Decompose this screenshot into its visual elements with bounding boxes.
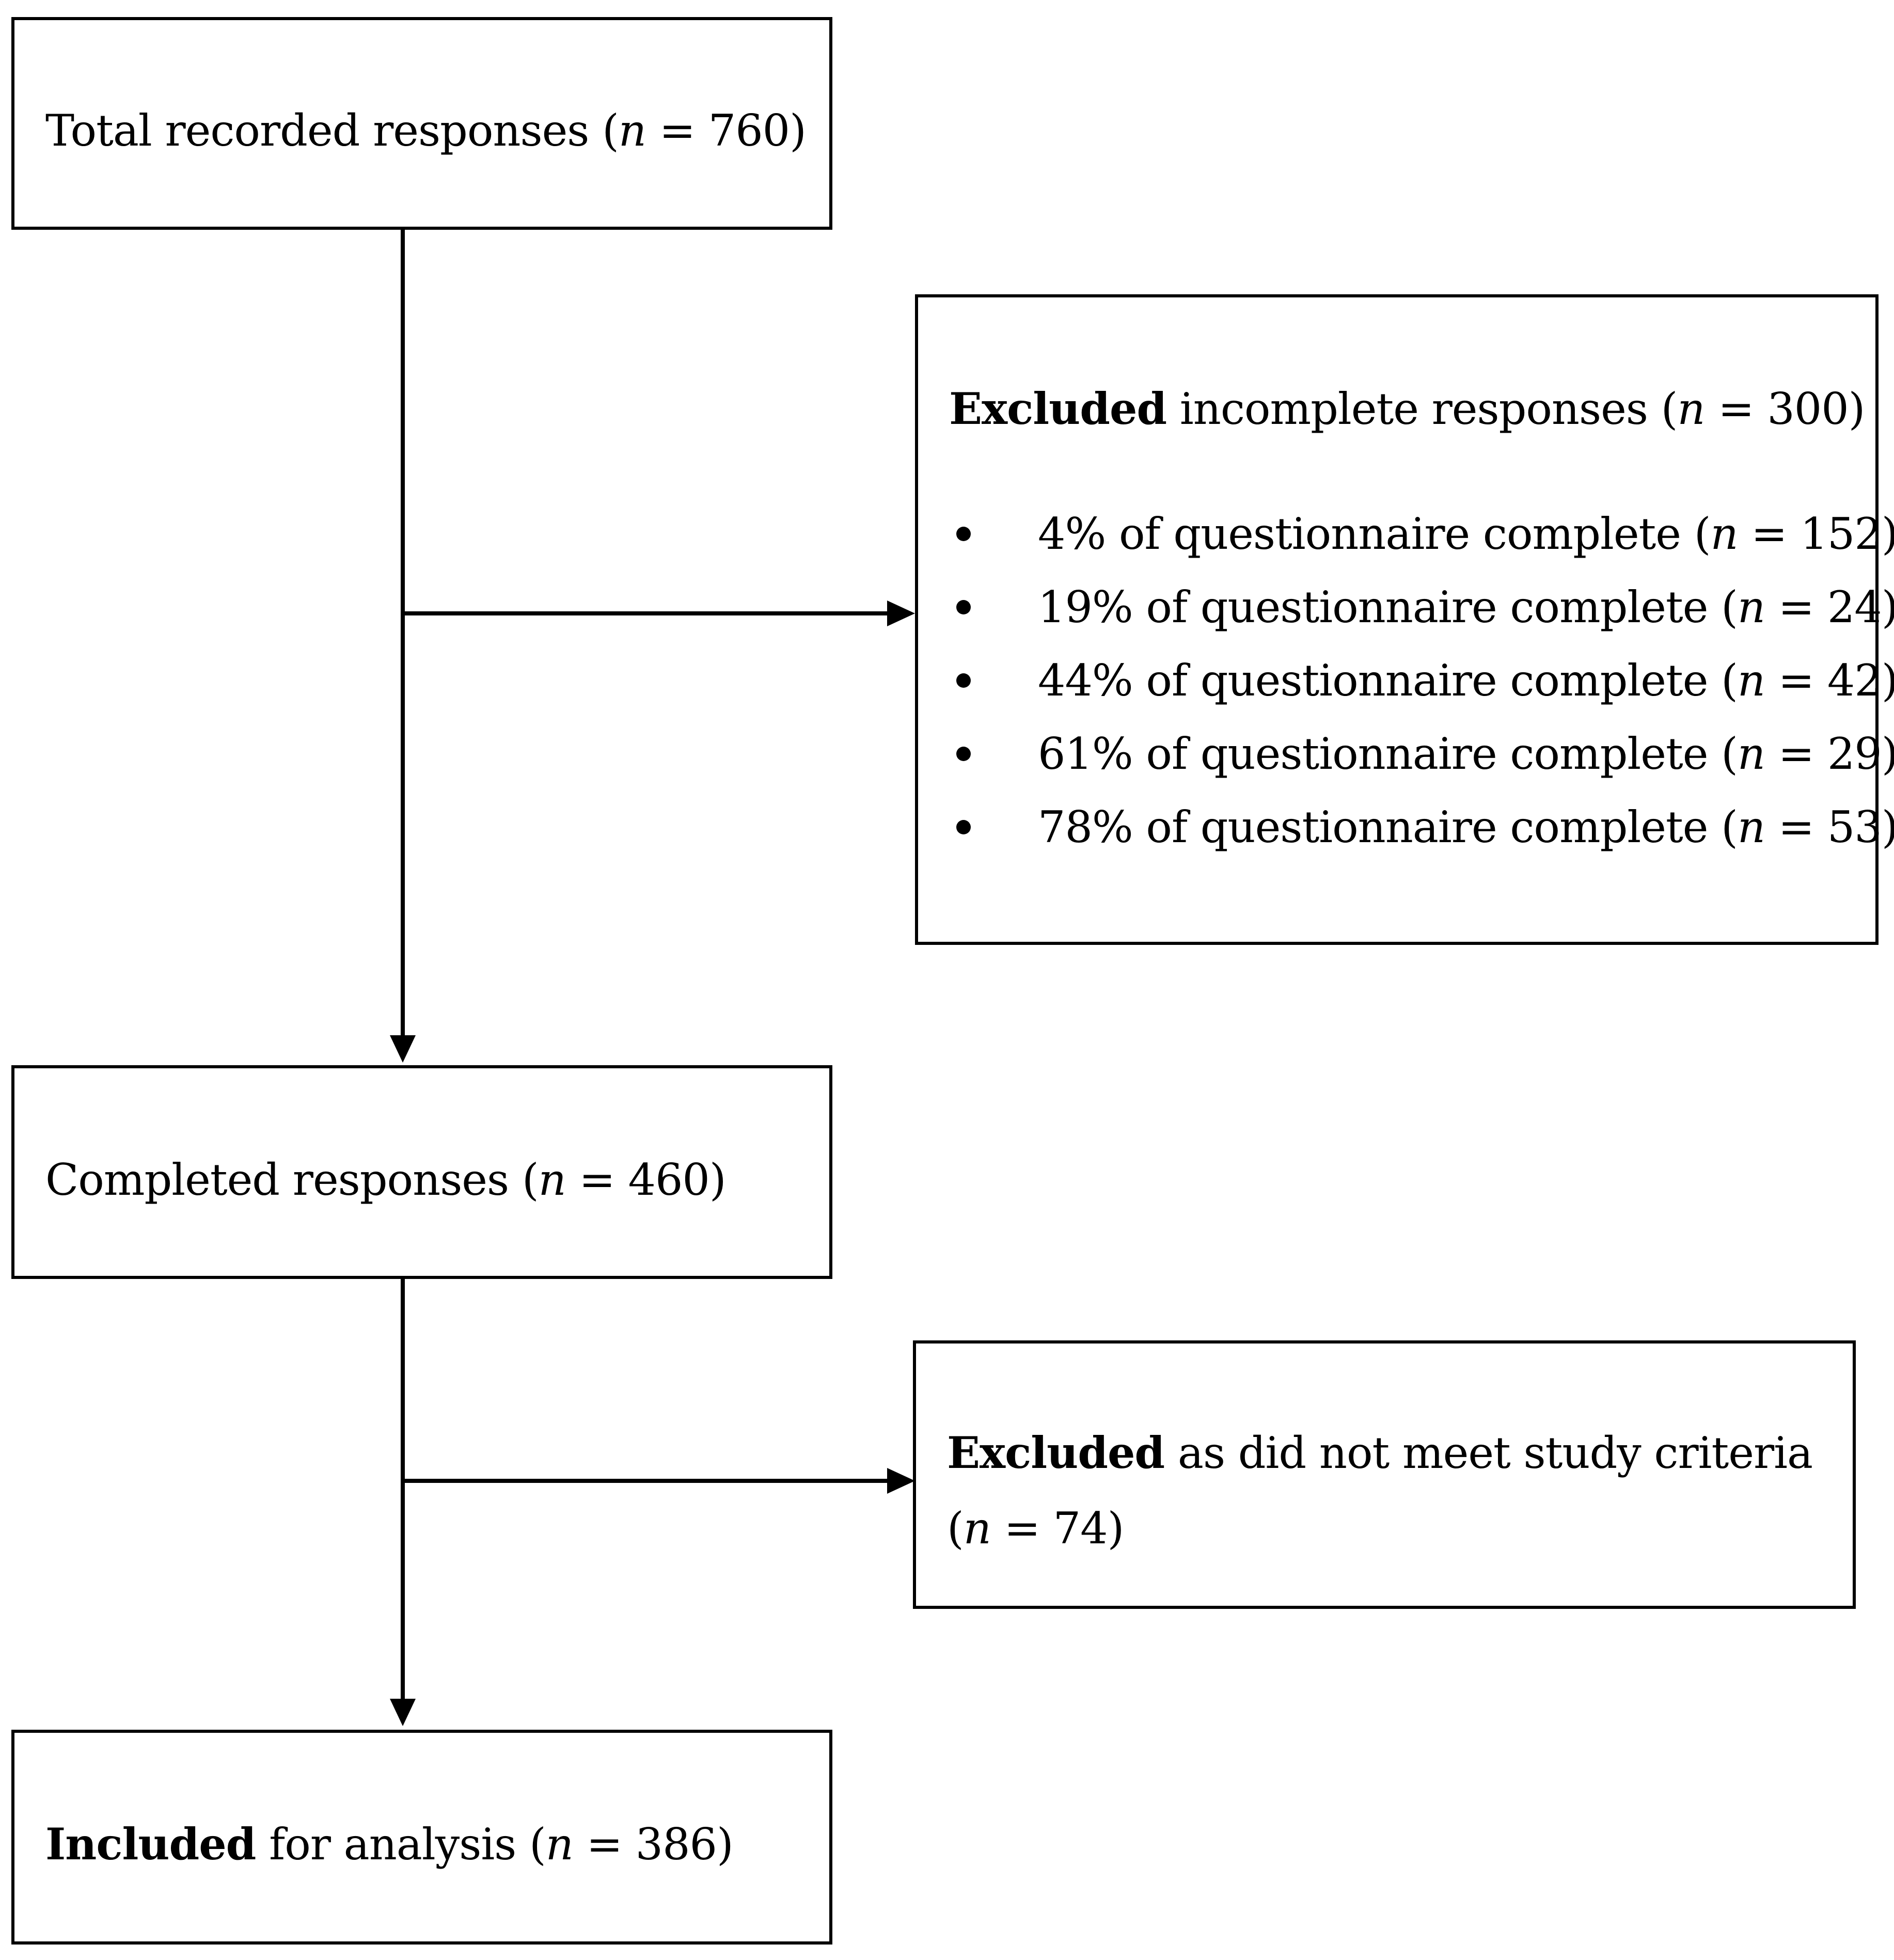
label: Total recorded responses (: [45, 105, 619, 156]
n-value: = 760): [646, 105, 807, 156]
n-symbol: n: [538, 1155, 566, 1205]
list-item: 78% of questionnaire complete (n = 53): [1038, 805, 1894, 849]
n-value: = 300): [1704, 384, 1865, 434]
node-total-responses-text: Total recorded responses (n = 760): [45, 109, 807, 152]
node-excluded-incomplete-title: Excluded incomplete responses (n = 300): [949, 387, 1865, 431]
list-item: 44% of questionnaire complete (n = 42): [1038, 659, 1894, 702]
n-symbol: n: [618, 105, 646, 156]
list-item: 61% of questionnaire complete (n = 29): [1038, 732, 1894, 776]
item-text: 78% of questionnaire complete (: [1038, 802, 1738, 852]
label: for analysis (: [256, 1819, 546, 1870]
node-completed-responses: [11, 1065, 832, 1279]
bullet-dot: [956, 527, 971, 541]
node-excluded-criteria-line2: (n = 74): [947, 1507, 1124, 1550]
n-symbol: n: [545, 1819, 574, 1870]
n-value: = 53): [1765, 802, 1894, 852]
arrowhead-to-included: [390, 1699, 416, 1726]
n-symbol: n: [1737, 655, 1765, 706]
n-value: = 42): [1765, 655, 1894, 706]
node-excluded-criteria: [913, 1340, 1856, 1609]
node-included-analysis: [11, 1730, 832, 1945]
node-excluded-criteria-line1: Excluded as did not meet study criteria: [947, 1428, 1813, 1478]
label: as did not meet study criteria: [1164, 1428, 1813, 1478]
bold-label: Excluded: [947, 1427, 1165, 1478]
node-completed-responses-text: Completed responses (n = 460): [45, 1155, 727, 1205]
n-symbol: n: [1710, 509, 1738, 559]
item-text: 44% of questionnaire complete (: [1038, 655, 1738, 706]
n-value: = 460): [565, 1155, 726, 1205]
node-total-responses: [11, 17, 832, 230]
n-symbol: n: [1677, 384, 1705, 434]
n-symbol: n: [1737, 582, 1765, 633]
paren-open: (: [947, 1503, 964, 1554]
n-value: = 152): [1738, 509, 1894, 559]
label: incomplete responses (: [1166, 384, 1678, 434]
n-symbol: n: [1737, 729, 1765, 779]
bullet-dot: [956, 820, 971, 834]
bullet-dot: [956, 673, 971, 688]
arrowhead-to-excluded-criteria: [887, 1468, 915, 1494]
n-value: = 386): [573, 1819, 734, 1870]
n-value: = 24): [1765, 582, 1894, 633]
arrowhead-to-completed: [390, 1035, 416, 1063]
list-item: 4% of questionnaire complete (n = 152): [1038, 512, 1894, 556]
n-symbol: n: [1737, 802, 1765, 852]
bullet-dot: [956, 747, 971, 761]
item-text: 4% of questionnaire complete (: [1038, 509, 1711, 559]
node-included-analysis-text: Included for analysis (n = 386): [45, 1823, 734, 1867]
n-value: = 29): [1765, 729, 1894, 779]
arrowhead-to-excluded-incomplete: [887, 600, 915, 626]
bold-label: Included: [45, 1819, 256, 1870]
list-item: 19% of questionnaire complete (n = 24): [1038, 586, 1894, 629]
item-text: 19% of questionnaire complete (: [1038, 582, 1738, 633]
n-value: = 74): [990, 1503, 1125, 1554]
node-excluded-incomplete: [915, 294, 1879, 945]
bullet-dot: [956, 600, 971, 614]
n-symbol: n: [963, 1503, 991, 1554]
bold-label: Excluded: [949, 383, 1167, 434]
label: Completed responses (: [45, 1155, 539, 1205]
item-text: 61% of questionnaire complete (: [1038, 729, 1738, 779]
